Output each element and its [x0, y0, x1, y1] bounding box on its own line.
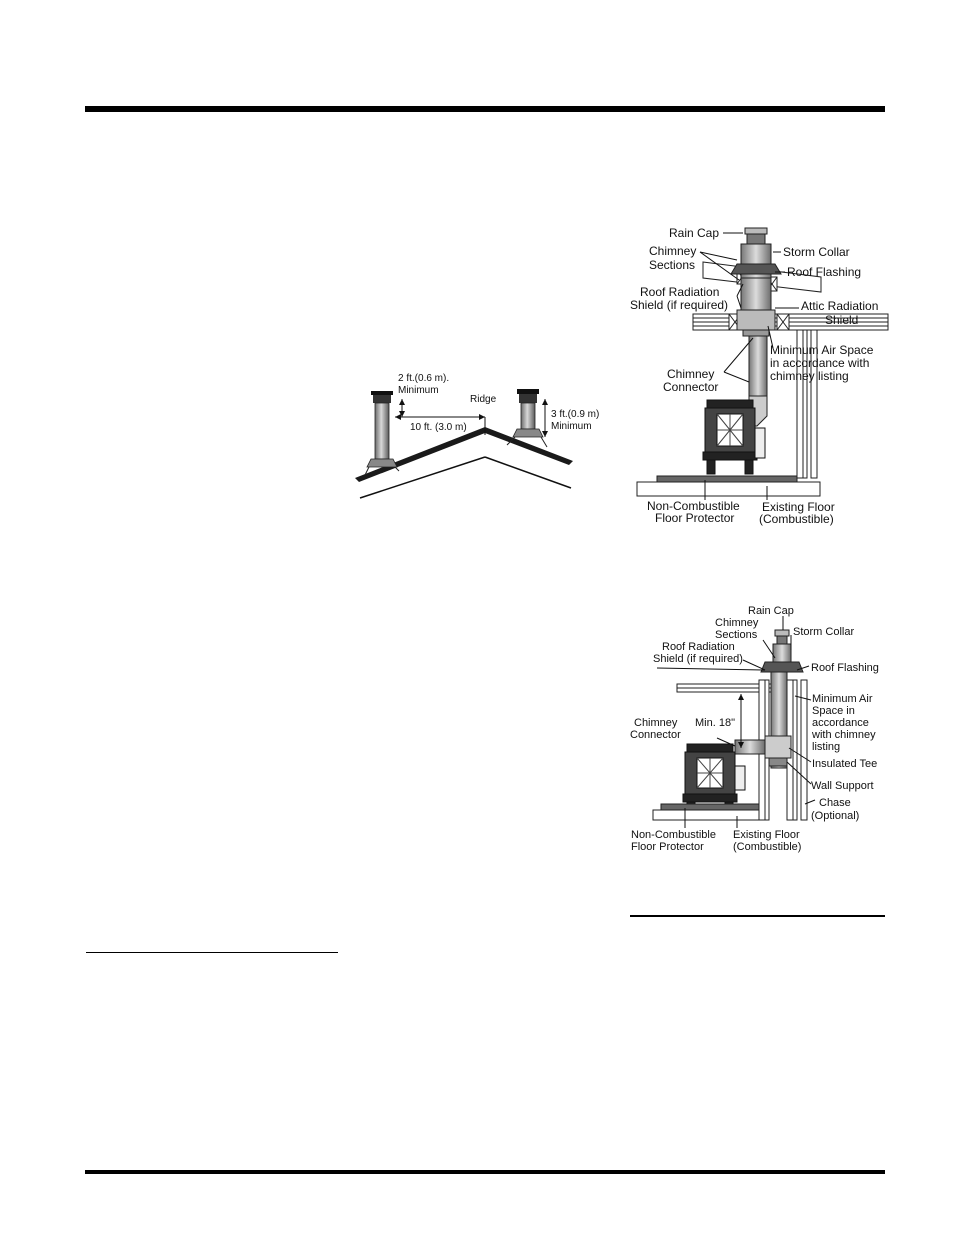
roof-radiation-shield-label-2: Shield (if required)	[630, 298, 728, 312]
roof-flashing-label: Roof Flashing	[787, 265, 861, 279]
attic-installation-diagram: Rain Cap Chimney Sections Storm Collar R…	[630, 226, 889, 526]
chimney-connector-label: Chimney	[667, 367, 714, 381]
left-column-rule	[86, 952, 338, 953]
chimney-connector-label: Chimney	[634, 717, 678, 729]
ceiling-joist	[676, 683, 772, 693]
chimney-sections-label-2: Sections	[649, 258, 695, 272]
min-air-space-label-2: Space in	[812, 705, 855, 717]
roof-flashing-label: Roof Flashing	[811, 662, 879, 674]
floor-protector-label-2: Floor Protector	[655, 511, 734, 525]
attic-radiation-shield-label-2: Shield	[825, 313, 858, 327]
min-air-space-label-3: accordance	[812, 717, 869, 729]
wall-installation-diagram: Rain Cap Chimney Sections Storm Collar R…	[630, 605, 879, 853]
right-clearance-minimum: Minimum	[551, 421, 592, 432]
floor-protector-label-2: Floor Protector	[631, 841, 704, 853]
horizontal-distance-label: 10 ft. (3.0 m)	[410, 422, 467, 433]
ridge-clearance-diagram: 2 ft.(0.6 m). Minimum Ridge 10 ft. (3.0 …	[355, 373, 599, 499]
storm-collar-label: Storm Collar	[783, 245, 850, 259]
chase-optional-label: (Optional)	[811, 810, 859, 822]
wall-support-label: Wall Support	[811, 780, 874, 792]
leader-lines	[656, 616, 816, 828]
roof-outline	[355, 427, 573, 499]
min-air-space-label: Minimum Air	[812, 693, 873, 705]
floor	[652, 803, 760, 821]
min-air-space-label-2: in accordance with	[770, 356, 869, 370]
chimney-pipe	[730, 227, 782, 427]
chimney-sections-label-2: Sections	[715, 629, 758, 641]
rain-cap-label: Rain Cap	[669, 226, 719, 240]
left-clearance-label: 2 ft.(0.6 m).	[398, 373, 449, 384]
ridge-label: Ridge	[470, 394, 497, 405]
min-18-label: Min. 18"	[695, 717, 735, 729]
existing-floor-label-2: (Combustible)	[733, 841, 801, 853]
insulated-tee-label: Insulated Tee	[812, 758, 877, 770]
roof-radiation-shield-label: Roof Radiation	[662, 641, 735, 653]
interior-wall	[796, 329, 818, 479]
right-column-rule	[630, 915, 885, 917]
footer-rule	[85, 1170, 885, 1174]
chimney-sections-label: Chimney	[715, 617, 759, 629]
chimney-connector-label-2: Connector	[663, 380, 718, 394]
chimney-pipe	[734, 629, 804, 769]
min-air-space-label-5: listing	[812, 741, 840, 753]
floor	[636, 475, 821, 497]
floor-protector-label: Non-Combustible	[647, 499, 740, 513]
min-air-space-label-3: chimney listing	[770, 369, 849, 383]
roof-radiation-shield-label-2: Shield (if required)	[653, 653, 743, 665]
stove	[702, 399, 766, 475]
rain-cap-label: Rain Cap	[748, 605, 794, 617]
existing-floor-label: Existing Floor	[762, 500, 835, 514]
chimney-sections-label: Chimney	[649, 244, 696, 258]
leader-lines	[699, 232, 799, 500]
left-clearance-minimum: Minimum	[398, 385, 439, 396]
existing-floor-label-2: (Combustible)	[759, 512, 834, 526]
roof-radiation-shield-label: Roof Radiation	[640, 285, 719, 299]
chase-label: Chase	[819, 797, 851, 809]
right-chimney-pipe	[506, 389, 548, 448]
attic-radiation-shield-label: Attic Radiation	[801, 299, 878, 313]
right-clearance-label: 3 ft.(0.9 m)	[551, 409, 599, 420]
existing-floor-label: Existing Floor	[733, 829, 800, 841]
chimney-connector-label-2: Connector	[630, 729, 681, 741]
min-air-space-label-4: with chimney	[811, 729, 876, 741]
attic-joists	[692, 313, 889, 331]
header-rule	[85, 106, 885, 112]
storm-collar-label: Storm Collar	[793, 626, 854, 638]
floor-protector-label: Non-Combustible	[631, 829, 716, 841]
left-chimney-pipe	[364, 391, 400, 476]
min-air-space-label: Minimum Air Space	[770, 343, 874, 357]
